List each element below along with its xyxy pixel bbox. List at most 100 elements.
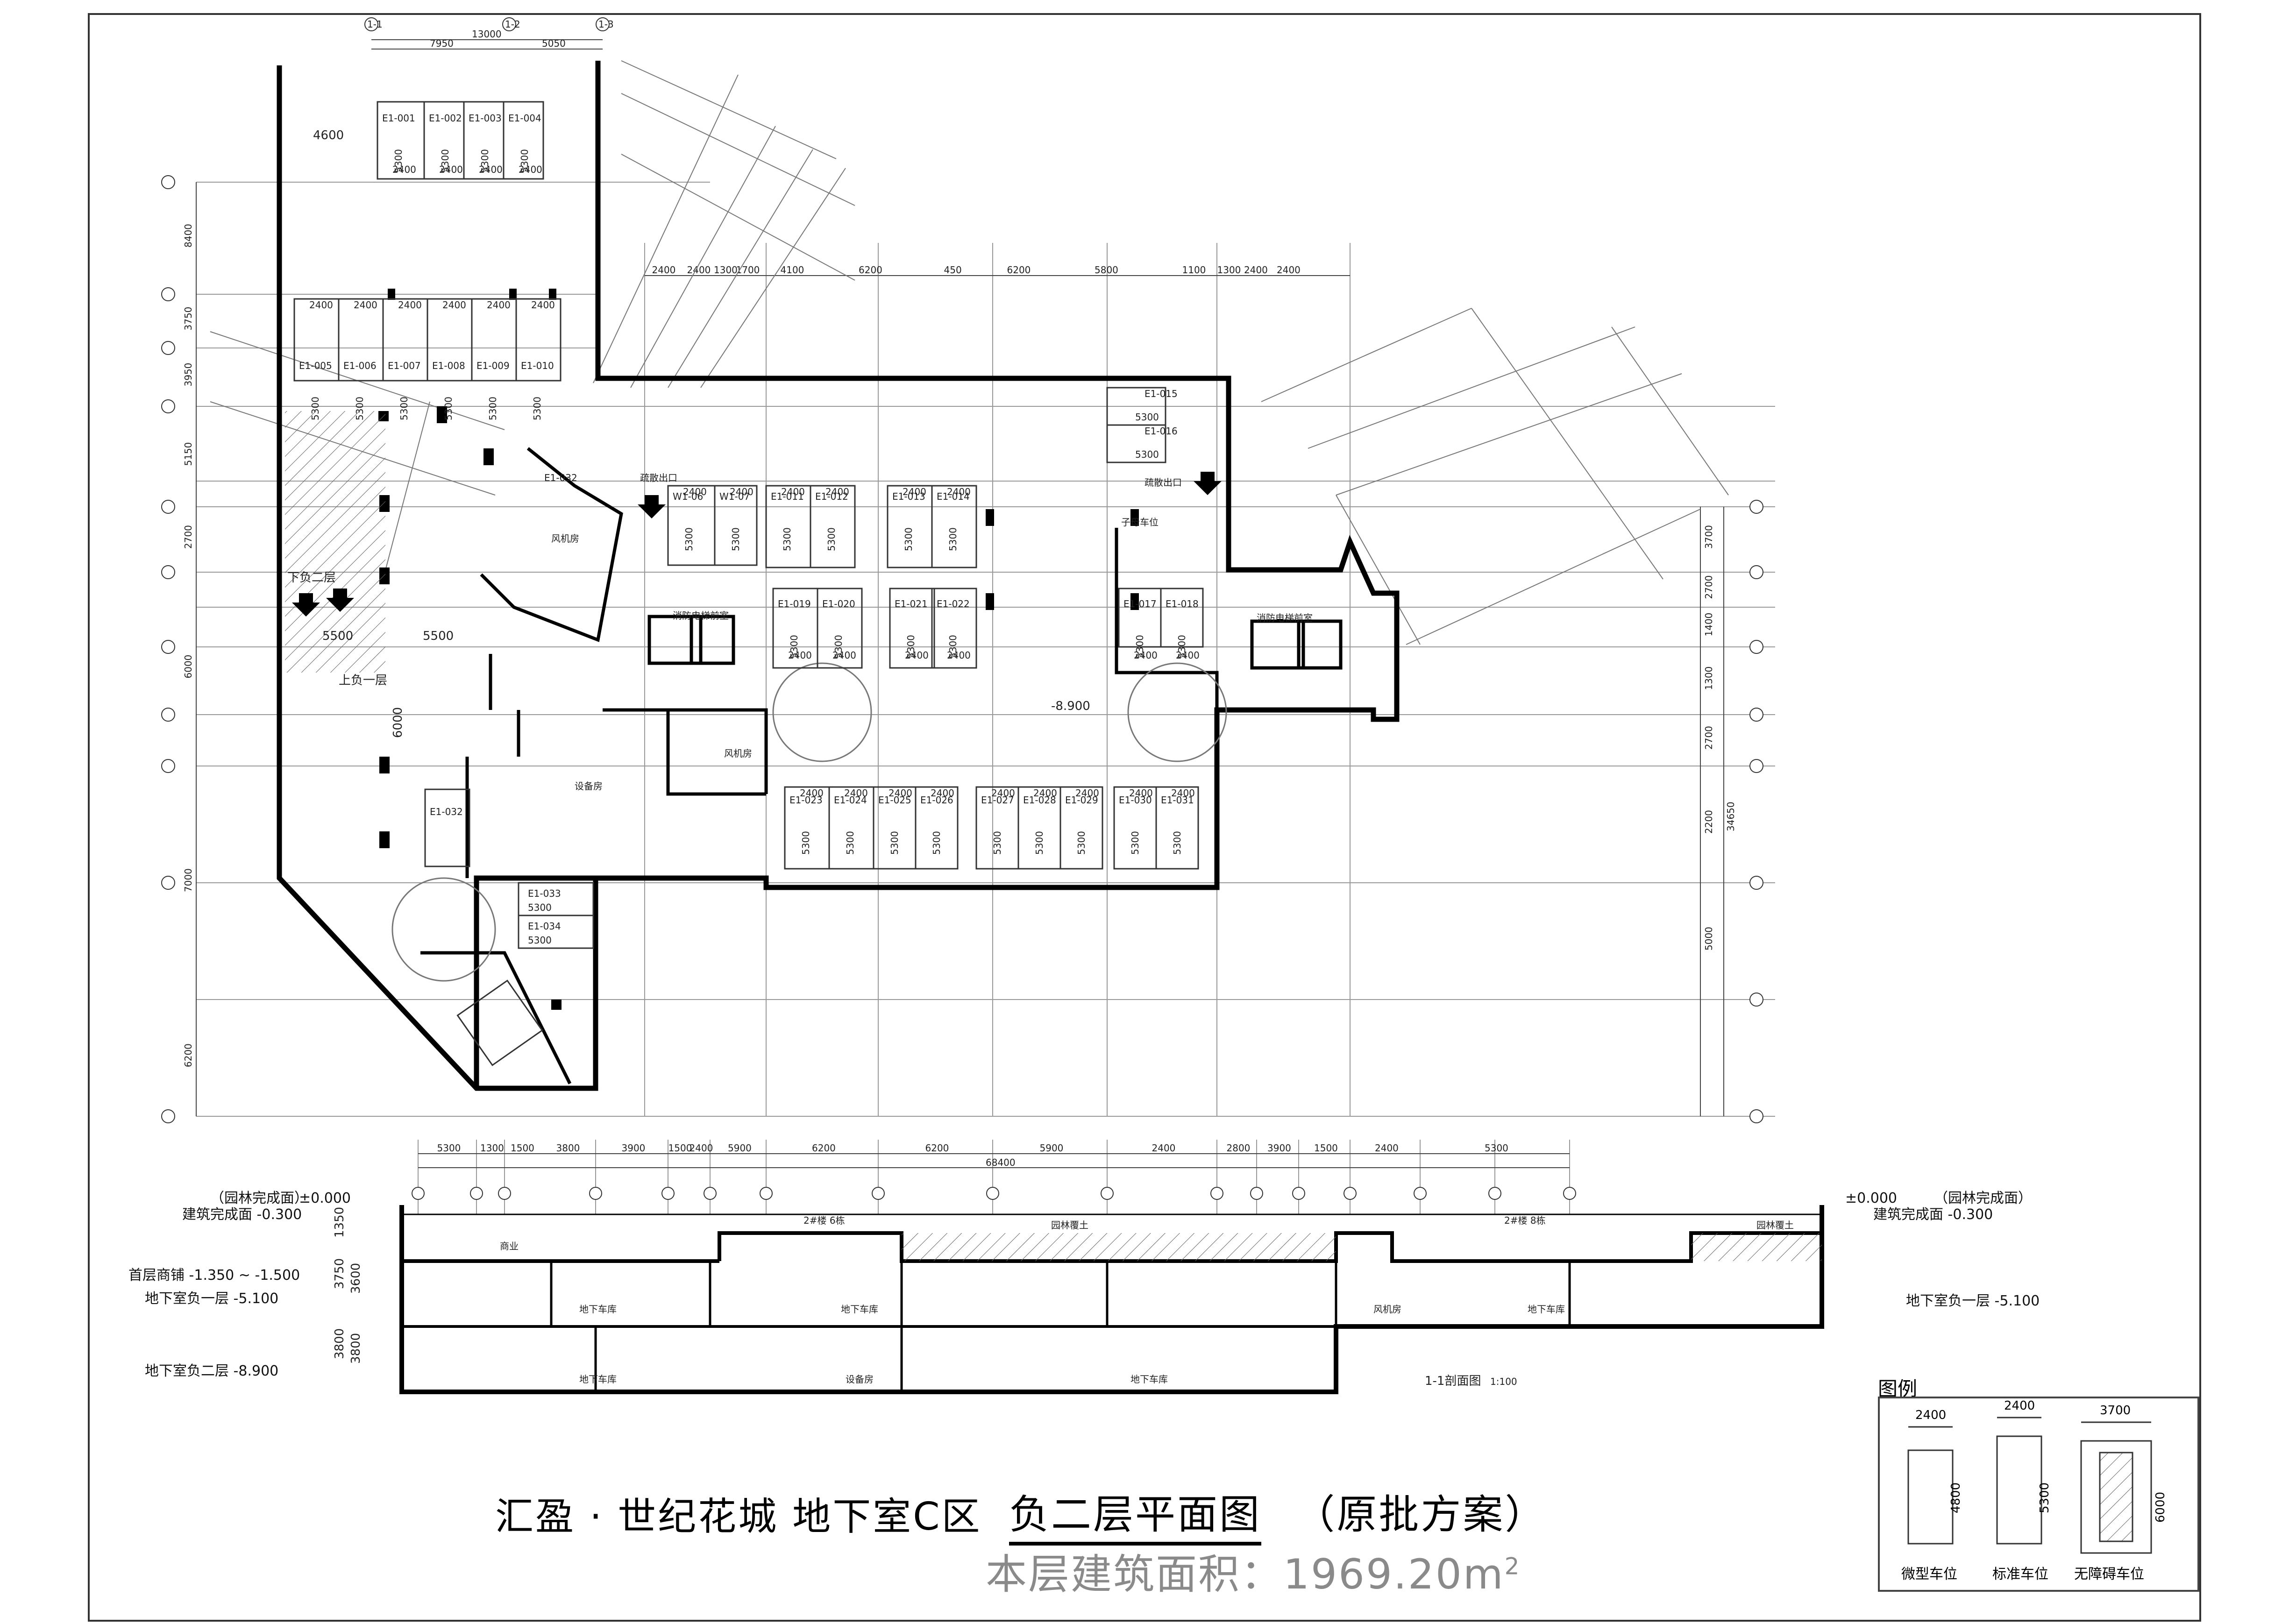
section-label-retail: 商业 <box>500 1241 519 1252</box>
dim-mid-0: 2400 <box>652 264 676 276</box>
dim-mid-6: 450 <box>944 264 962 276</box>
stall-mid1-w-4: 2400 <box>903 486 926 497</box>
stall-top-w-3: 2400 <box>519 164 542 175</box>
legend-accessible-width: 3700 <box>2100 1404 2131 1418</box>
stall-bottom-w-4: 2400 <box>991 787 1015 799</box>
stall-top-d-1: 5300 <box>440 149 451 173</box>
stall-mid2-d-5: 5300 <box>1176 635 1187 659</box>
stall-mid2-w-2: 2400 <box>905 650 929 661</box>
legend-mini-depth: 4800 <box>1949 1482 1963 1513</box>
stall-bottom-id-0: E1-023 <box>789 794 823 806</box>
grid-vertical <box>418 243 1570 1214</box>
stall-mid2-d-2: 5300 <box>905 635 917 659</box>
section-label-garage-b2b: 地下车库 <box>1130 1374 1168 1385</box>
level-b1-right: 地下室负一层 -5.100 <box>1906 1293 2040 1309</box>
legend-item-standard: 标准车位 <box>1992 1566 2048 1582</box>
section-label-bldg8: 2#楼 8栋 <box>1504 1215 1546 1226</box>
stall-right-d-0: 5300 <box>1135 411 1159 423</box>
stall-mid1-id-1: W1-07 <box>719 491 750 502</box>
stall-mid2-d-1: 5300 <box>833 635 844 659</box>
stall-top-id-2: E1-003 <box>469 113 502 124</box>
section-scale: 1:100 <box>1490 1376 1517 1387</box>
stall-mid2-w-1: 2400 <box>832 650 856 661</box>
stall-mid1-d-1: 5300 <box>730 527 741 551</box>
stall-bottom-w-2: 2400 <box>889 787 912 799</box>
stall-mid2-id-0: E1-019 <box>778 598 811 610</box>
stall-mid1-id-2: E1-011 <box>771 491 804 502</box>
dim-bottom-7: 5900 <box>728 1142 752 1154</box>
floor-area-unit-sup: 2 <box>1504 1553 1521 1580</box>
stall-labels: E1-00124005300E1-00224005300E1-003240053… <box>299 113 1200 946</box>
stall-right-id-1: E1-016 <box>1144 426 1178 437</box>
section-dim-3: 3600 <box>349 1263 363 1294</box>
stall-left-d-3: 5300 <box>528 935 552 946</box>
plan-level-b2: -8.900 <box>1051 699 1090 713</box>
room-fan-2: 风机房 <box>724 748 752 759</box>
turning-circles <box>391 662 1227 982</box>
dim-top-total: 13000 <box>472 28 502 40</box>
stall-mid2-d-4: 5300 <box>1134 635 1145 659</box>
dim-mid-2: 1300 <box>714 264 738 276</box>
stall-bottom-d-1: 5300 <box>845 831 856 855</box>
section-label-soil-1: 园林覆土 <box>1051 1220 1088 1231</box>
dim-right-1: 2700 <box>1703 575 1714 599</box>
section-soil-hatch-1 <box>902 1233 1336 1261</box>
room-lobby-2: 消防电梯前室 <box>1257 612 1313 624</box>
dim-left-1: 3750 <box>183 307 194 331</box>
room-family-stall: 子母车位 <box>1121 517 1159 528</box>
section-title: 1-1剖面图 <box>1425 1374 1481 1388</box>
dim-bottom-9: 6200 <box>925 1142 949 1154</box>
dim-bottom-5: 1500 <box>668 1142 692 1154</box>
legend-standard-depth: 5300 <box>2038 1482 2052 1513</box>
dim-left-2: 3950 <box>183 363 194 387</box>
legend-item-mini: 微型车位 <box>1901 1566 1957 1582</box>
dim-bottom-1: 1300 <box>480 1142 504 1154</box>
stall-top-w-2: 2400 <box>479 164 503 175</box>
stall-mid2-w-3: 2400 <box>947 650 971 661</box>
stall-mid2-id-1: E1-020 <box>822 598 855 610</box>
room-fan-1: 风机房 <box>551 533 579 544</box>
stall-top-id-0: E1-001 <box>382 113 415 124</box>
stall-bottom-d-6: 5300 <box>1076 831 1087 855</box>
stall-bottom-w-3: 2400 <box>931 787 954 799</box>
dim-right-3: 1300 <box>1703 667 1714 690</box>
stall-left-id-1: E1-032 <box>544 472 577 483</box>
stall-mid1-d-0: 5300 <box>683 527 695 551</box>
level-garden-left: ±0.000 <box>299 1190 351 1206</box>
room-exit-1: 疏散出口 <box>640 472 677 483</box>
stall-bottom-w-8: 2400 <box>1171 787 1195 799</box>
dim-mid-9: 1100 <box>1182 264 1206 276</box>
dim-bottom-3: 3800 <box>556 1142 580 1154</box>
stall-row2-d-1: 5300 <box>354 397 365 420</box>
stall-left-d-2: 5300 <box>528 902 552 913</box>
plan-note: （原批方案） <box>1294 1491 1547 1538</box>
dim-mid-7: 6200 <box>1007 264 1031 276</box>
dim-right-total: 34650 <box>1725 801 1736 831</box>
stall-top-id-1: E1-002 <box>429 113 462 124</box>
section-label-garage-b1c: 地下车库 <box>1528 1304 1565 1315</box>
stall-row2-id-0: E1-005 <box>299 360 332 371</box>
plan-title: 负二层平面图 <box>1009 1491 1261 1546</box>
dim-bottom-0: 5300 <box>437 1142 461 1154</box>
level-b1-left: 地下室负一层 -5.100 <box>145 1291 278 1307</box>
dim-bottom-13: 3900 <box>1267 1142 1291 1154</box>
stall-row2-w-3: 2400 <box>442 299 466 311</box>
dim-bottom-14: 1500 <box>1314 1142 1338 1154</box>
level-garden-right: ±0.000 <box>1845 1190 1897 1206</box>
section-columns <box>550 1261 1571 1392</box>
building-outline <box>277 61 1400 1091</box>
stall-mid2-id-5: E1-018 <box>1166 598 1199 610</box>
stall-row2-d-0: 5300 <box>310 397 321 420</box>
stall-right-id-0: E1-015 <box>1144 388 1178 399</box>
dim-mid-12: 2400 <box>1277 264 1301 276</box>
stall-bottom-w-1: 2400 <box>844 787 868 799</box>
level-garden-note-right: （园林完成面） <box>1934 1190 2032 1206</box>
stall-top-d-0: 5300 <box>393 149 404 173</box>
dim-left-0: 8400 <box>183 224 194 248</box>
stall-top-d-3: 5300 <box>519 149 530 173</box>
stall-bottom-id-2: E1-025 <box>878 794 911 806</box>
dim-left-3: 5150 <box>183 442 194 466</box>
dim-right-0: 3700 <box>1703 525 1714 549</box>
